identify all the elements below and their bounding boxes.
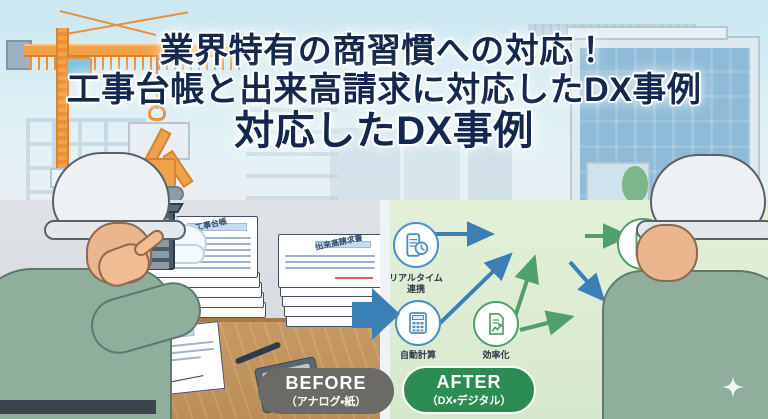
flow-arrows <box>433 221 631 336</box>
worker-body <box>602 270 768 419</box>
crane-cable <box>156 57 158 109</box>
after-worker-figure <box>602 154 768 419</box>
calculator-icon <box>409 312 427 334</box>
node-efficiency-label: 効率化 <box>482 350 510 360</box>
worker-belt <box>0 400 156 414</box>
before-badge: BEFORE （アナログ・紙） <box>258 368 394 414</box>
mobile-clock-icon <box>406 233 429 257</box>
title-line-1: 業界特有の商習慣への対応！ <box>159 32 609 70</box>
building-roof <box>566 26 728 40</box>
after-badge: AFTER （DX・デジタル） <box>402 366 536 414</box>
banner-title: 業界特有の商習慣への対応！ 工事台帳と出来高請求に対応したDX事例 対応したDX… <box>0 32 768 153</box>
crane-operator-cab <box>66 57 92 79</box>
background-structure-frame <box>246 108 338 210</box>
node-realtime-label: リアルタイム 連携 <box>380 273 452 295</box>
background-structure-block <box>330 128 400 210</box>
node-auto-calc-label: 自動計算 <box>399 350 436 360</box>
document-chart-icon <box>489 313 504 335</box>
crane-jib <box>24 44 244 57</box>
node-efficiency-icon[interactable] <box>473 301 519 347</box>
title-line-2: 工事台帳と出来高請求に対応したDX事例 <box>66 71 702 110</box>
after-badge-subtitle: （DX・デジタル） <box>426 395 512 407</box>
node-auto-calc-icon[interactable] <box>395 300 441 346</box>
crane-hook <box>148 105 166 121</box>
hard-hat-icon <box>44 152 186 240</box>
background-structure-block <box>468 118 512 210</box>
title-line-3: 対応したDX事例 <box>234 108 534 153</box>
before-worker-figure <box>0 150 208 419</box>
background-structure-block <box>404 140 460 210</box>
after-badge-title: AFTER <box>436 372 502 392</box>
crane-mast <box>56 28 69 206</box>
right-arrow-icon <box>372 288 400 340</box>
document-label: 出来高請求書 <box>314 233 364 252</box>
worker-face <box>636 224 698 282</box>
node-label-line1: リアルタイム <box>389 273 443 283</box>
node-realtime-icon[interactable] <box>393 222 439 268</box>
sparkle-icon <box>722 376 744 398</box>
before-badge-subtitle: （アナログ・紙） <box>285 396 367 408</box>
node-label-line2: 連携 <box>406 283 425 294</box>
tree-icon <box>622 166 648 202</box>
before-badge-title: BEFORE <box>285 373 367 393</box>
